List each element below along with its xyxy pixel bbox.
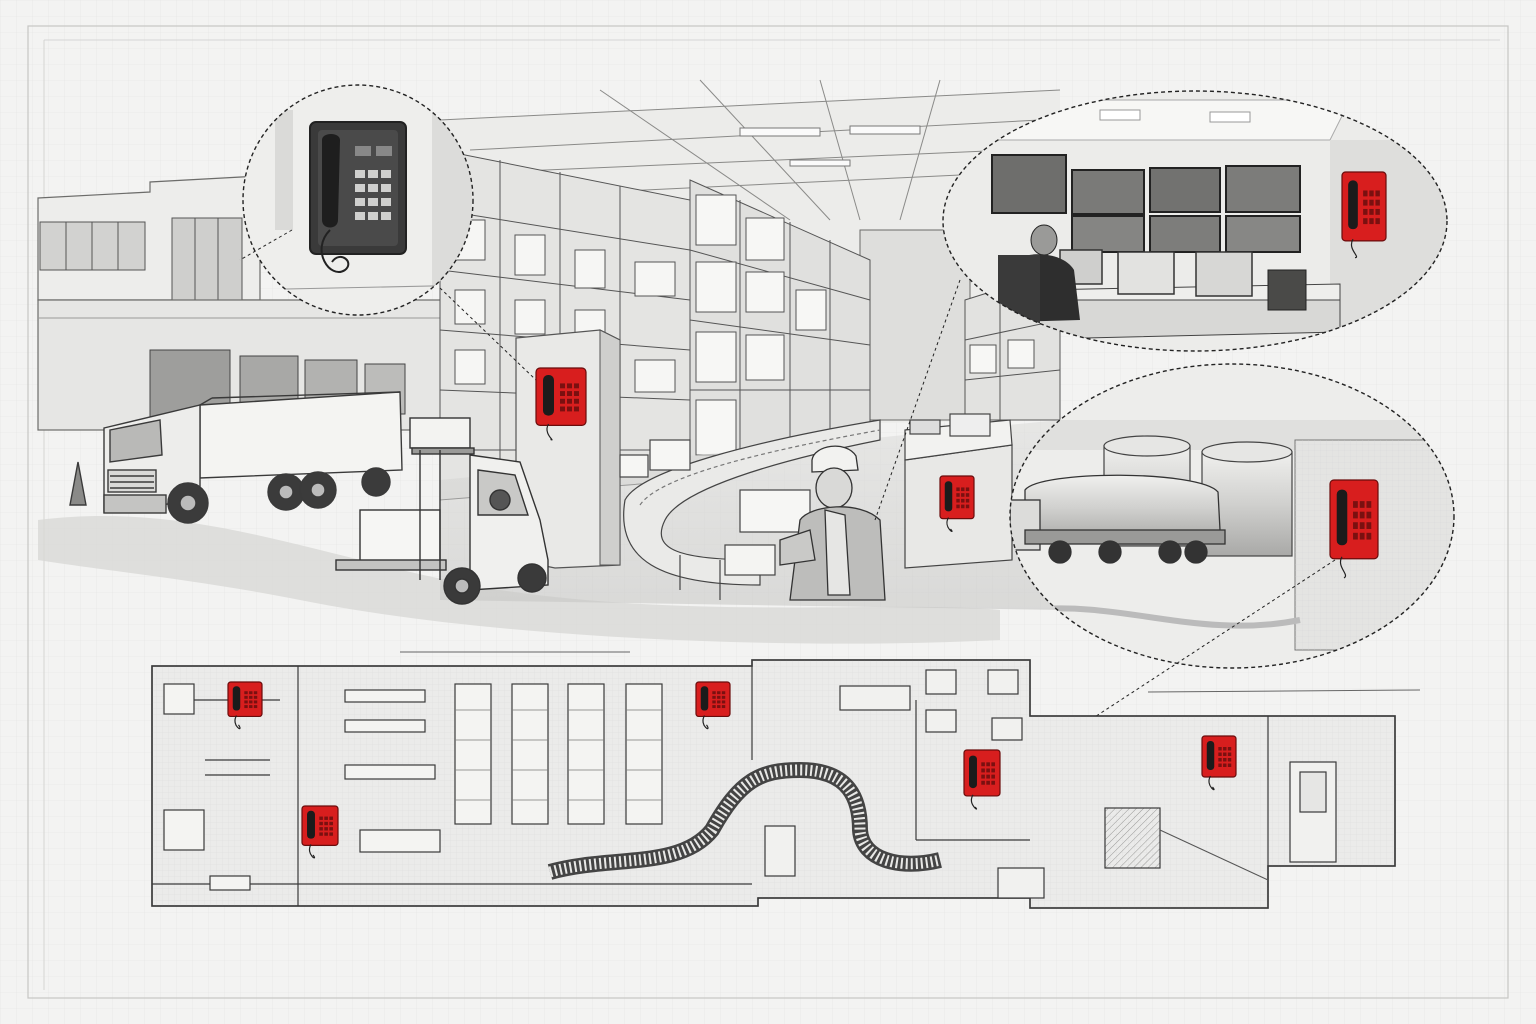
warehouse-worker bbox=[779, 445, 886, 601]
emergency-wall-telephone-icon bbox=[309, 121, 407, 273]
tanker-truck bbox=[1010, 474, 1226, 564]
emergency-wall-telephone-icon bbox=[963, 749, 1001, 810]
forklift bbox=[335, 417, 549, 605]
emergency-wall-telephone-icon bbox=[227, 681, 263, 730]
left-racking bbox=[439, 149, 691, 501]
emergency-wall-telephone-icon bbox=[1201, 735, 1237, 791]
emergency-wall-telephone-icon bbox=[301, 805, 339, 859]
emergency-wall-telephone-icon bbox=[695, 681, 731, 730]
emergency-wall-telephone-icon bbox=[1329, 479, 1379, 579]
tank-farm-detail bbox=[1009, 363, 1455, 759]
warehouse-scene bbox=[37, 79, 1061, 644]
conveyor-belt bbox=[619, 419, 881, 600]
center-racking bbox=[689, 179, 871, 471]
emergency-wall-telephone-icon bbox=[1341, 171, 1387, 259]
control-room-detail bbox=[874, 90, 1448, 521]
delivery-truck bbox=[69, 391, 403, 524]
floor-plan bbox=[151, 651, 1421, 909]
floor-shadow bbox=[38, 516, 1000, 644]
control-room-operator bbox=[998, 224, 1080, 330]
emergency-wall-telephone-icon bbox=[535, 367, 587, 441]
floor-plan-racks bbox=[163, 683, 663, 891]
exterior-building bbox=[37, 175, 449, 431]
video-wall bbox=[991, 154, 1301, 253]
drawing-frame bbox=[27, 25, 1509, 999]
emergency-wall-telephone-icon bbox=[939, 475, 975, 533]
